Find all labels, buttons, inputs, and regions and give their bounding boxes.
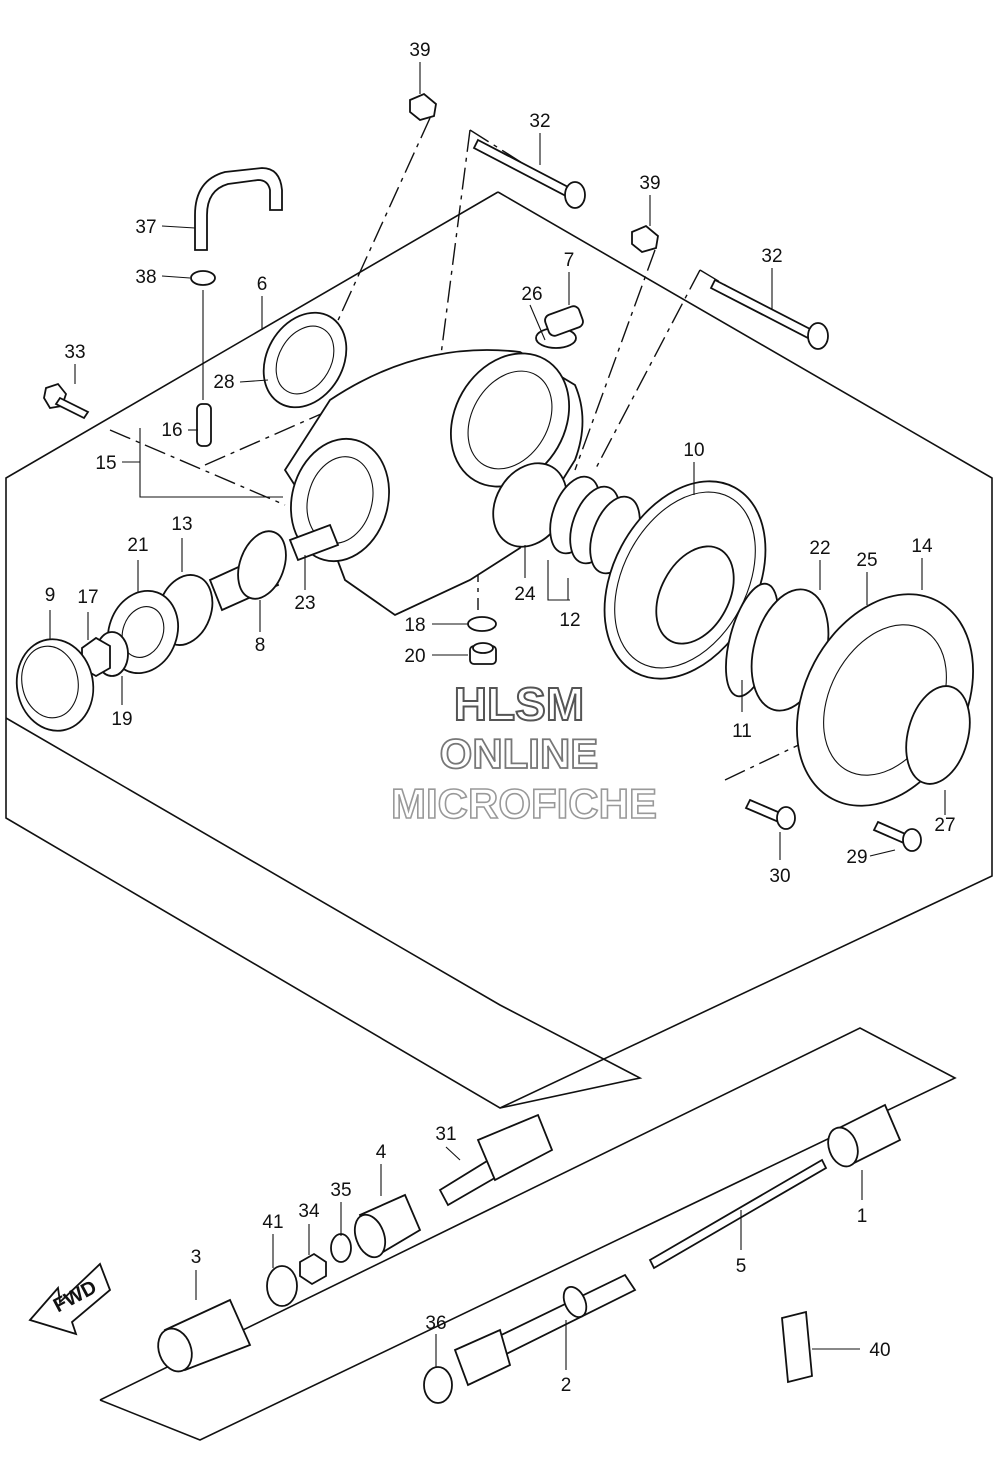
callout-6: 6 [257, 274, 268, 295]
spring-5 [648, 1158, 828, 1270]
callout-3: 3 [191, 1247, 202, 1268]
callout-39b: 39 [639, 173, 660, 194]
callout-11: 11 [732, 721, 752, 742]
bolt-30 [744, 798, 796, 830]
callout-32a: 32 [529, 111, 550, 132]
callout-labels: 39 32 39 32 7 26 6 28 37 38 33 16 15 10 … [45, 40, 956, 1396]
callout-10: 10 [683, 440, 704, 461]
pinion-8 [208, 523, 340, 612]
callout-41: 41 [262, 1212, 283, 1233]
o-ring-36 [423, 1366, 453, 1404]
gear-housing [283, 349, 584, 617]
callout-4: 4 [376, 1142, 387, 1163]
watermark-line1: HLSM [454, 678, 584, 730]
callout-16: 16 [161, 420, 182, 441]
fwd-arrow [28, 1262, 112, 1336]
bearing-4 [353, 1193, 422, 1259]
callout-32b: 32 [761, 246, 782, 267]
hose-37 [194, 167, 283, 251]
shaft-2 [453, 1273, 637, 1387]
callout-36: 36 [425, 1313, 446, 1334]
callout-23: 23 [294, 593, 315, 614]
o-ring-41 [266, 1265, 298, 1307]
bolt-33 [43, 382, 90, 420]
callout-21: 21 [127, 535, 148, 556]
callout-17: 17 [77, 587, 98, 608]
leader-lines [49, 62, 946, 1370]
assembly-line-39a [319, 117, 431, 361]
callout-40: 40 [869, 1340, 890, 1361]
callout-13: 13 [171, 514, 192, 535]
assembly-line-16 [204, 409, 331, 466]
joint-9 [15, 638, 95, 732]
washer-35 [330, 1233, 352, 1263]
callout-2: 2 [561, 1375, 572, 1396]
callout-15: 15 [95, 453, 116, 474]
pipe-16 [196, 403, 212, 447]
nut-39b [631, 224, 659, 253]
callout-5: 5 [736, 1256, 747, 1277]
callout-18: 18 [404, 615, 425, 636]
callout-35: 35 [330, 1180, 351, 1201]
bolt-32a [472, 138, 586, 209]
frame-tail [5, 717, 643, 1109]
callout-24: 24 [514, 584, 536, 605]
callout-14: 14 [911, 536, 933, 557]
callout-12: 12 [559, 610, 580, 631]
plug-7 [535, 305, 584, 349]
lower-frame [99, 1027, 957, 1441]
callout-20: 20 [404, 646, 425, 667]
callout-22: 22 [809, 538, 830, 559]
nut-34 [299, 1252, 327, 1286]
callout-29: 29 [846, 847, 867, 868]
plug-20 [469, 642, 497, 665]
shaft-31 [438, 1113, 554, 1207]
bolt-29 [872, 820, 922, 852]
bolt-32b [709, 278, 829, 350]
callout-33: 33 [64, 342, 85, 363]
seal-27 [905, 685, 971, 785]
callout-9: 9 [45, 585, 56, 606]
watermark-line2: ONLINE [440, 730, 599, 777]
washer-18 [467, 616, 497, 632]
sleeve-1 [827, 1103, 902, 1168]
oil-seal-28 [262, 311, 348, 409]
watermark-line3: MICROFICHE [391, 780, 657, 827]
callout-31: 31 [435, 1124, 456, 1145]
callout-7: 7 [564, 250, 575, 271]
callout-1: 1 [857, 1206, 868, 1227]
callout-38: 38 [135, 267, 156, 288]
ring-gear-10 [603, 480, 767, 680]
assembly-line-39b [574, 249, 656, 471]
watermark: HLSM ONLINE MICROFICHE [390, 677, 658, 828]
callout-34: 34 [298, 1201, 320, 1222]
callout-28: 28 [213, 372, 234, 393]
nut-39a [409, 92, 437, 121]
callout-37: 37 [135, 217, 156, 238]
callout-39a: 39 [409, 40, 430, 61]
assembly-line-15 [109, 429, 286, 506]
joint-3 [157, 1298, 252, 1373]
clamp-38 [190, 270, 216, 286]
callout-30: 30 [769, 866, 790, 887]
clip-40 [781, 1310, 813, 1384]
shims-12 [549, 475, 641, 575]
callout-26: 26 [521, 284, 542, 305]
callout-8: 8 [255, 635, 266, 656]
callout-27: 27 [934, 815, 955, 836]
callout-19: 19 [111, 709, 132, 730]
callout-25: 25 [856, 550, 877, 571]
